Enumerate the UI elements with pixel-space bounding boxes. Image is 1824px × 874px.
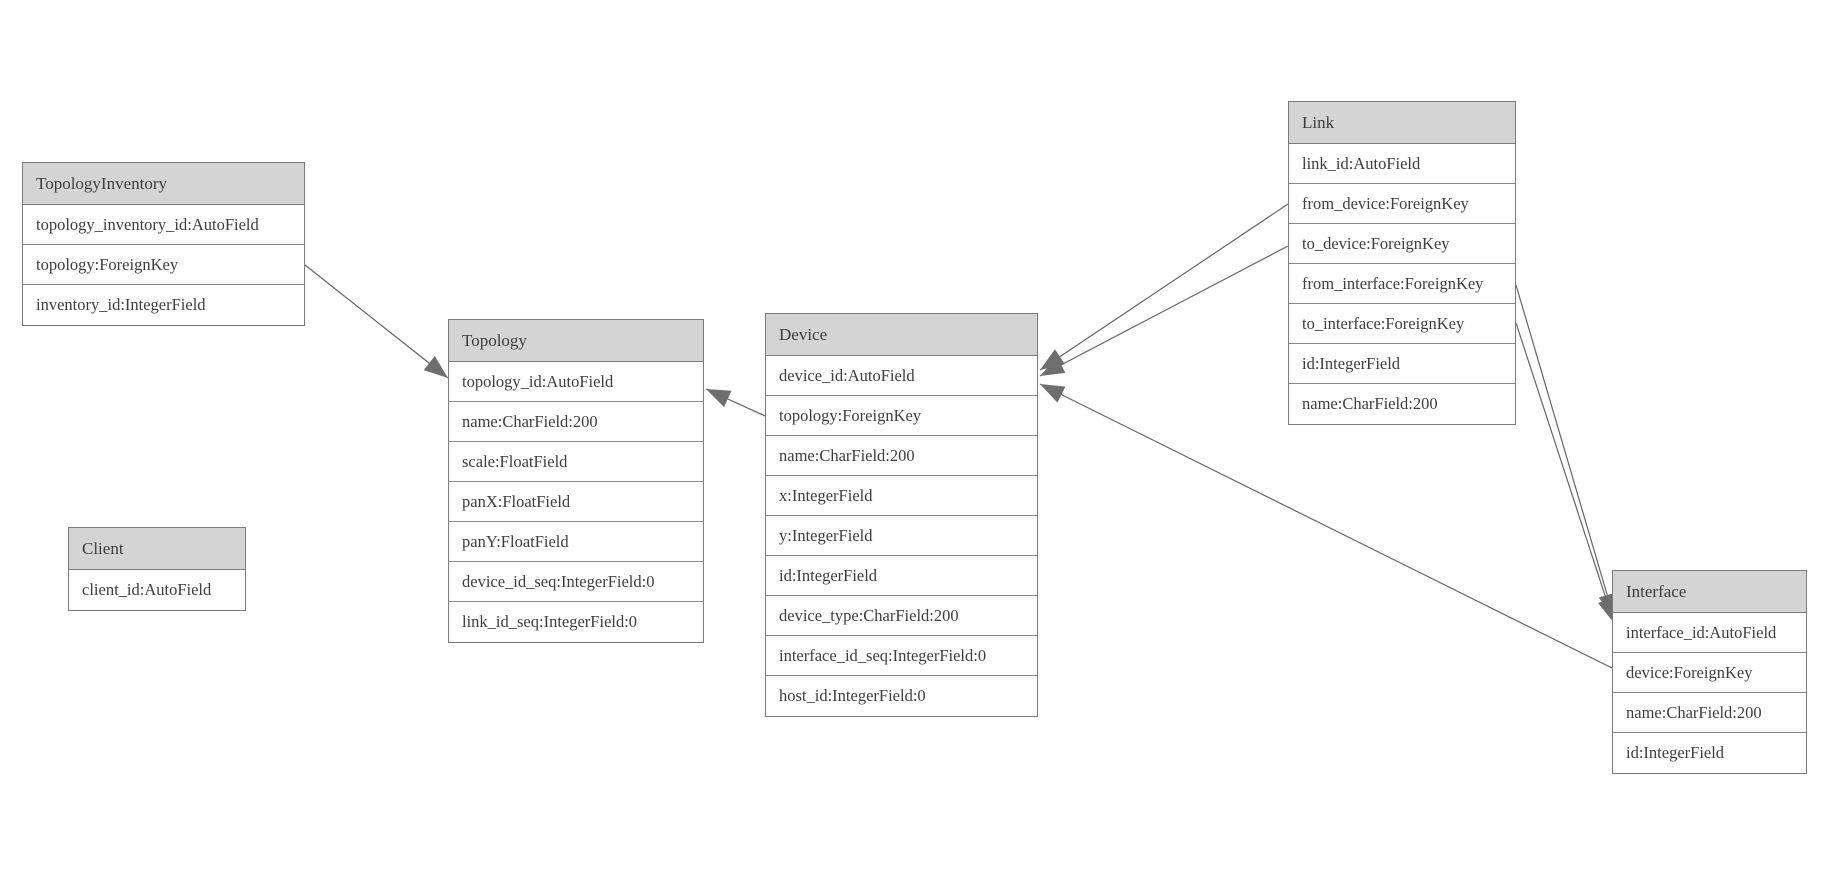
entity-link: Link link_id:AutoField from_device:Foreign… [1288,101,1516,425]
entity-field-label: to_device:ForeignKey [1302,233,1450,253]
entity-field-label: topology:ForeignKey [779,405,922,425]
entity-field-label: panY:FloatField [462,531,569,551]
entity-field-row: panX:FloatField [449,482,703,522]
entity-field-label: device_type:CharField:200 [779,605,959,625]
entity-title: Client [82,538,124,558]
entity-field-row: id:IntegerField [1289,344,1515,384]
entity-field-row: name:CharField:200 [449,402,703,442]
entity-field-label: interface_id:AutoField [1626,622,1777,642]
entity-topologyinventory: TopologyInventory topology_inventory_id:A… [22,162,305,326]
entity-field-label: link_id:AutoField [1302,153,1421,173]
entity-field-label: name:CharField:200 [1626,702,1762,722]
entity-field-label: name:CharField:200 [462,411,598,431]
relationship-topologyinventory-topology-to-topology [304,264,449,379]
relationship-link-from_device-to-device [1039,203,1289,371]
entity-field-row: host_id:IntegerField:0 [766,676,1037,716]
entity-field-label: interface_id_seq:IntegerField:0 [779,645,987,665]
entity-field-row: id:IntegerField [1613,733,1806,773]
entity-field-row: scale:FloatField [449,442,703,482]
entity-field-label: client_id:AutoField [82,580,212,599]
entity-field-row: x:IntegerField [766,476,1037,516]
entity-field-row: client_id:AutoField [69,570,245,610]
entity-field-row: interface_id_seq:IntegerField:0 [766,636,1037,676]
entity-header-link: Link [1289,102,1515,144]
entity-header-interface: Interface [1613,571,1806,613]
relationship-link-from_interface-to-interface [1515,284,1616,619]
entity-field-row: id:IntegerField [766,556,1037,596]
entity-field-label: link_id_seq:IntegerField:0 [462,612,638,631]
entity-title: Topology [462,330,527,350]
entity-field-row: name:CharField:200 [1289,384,1515,424]
entity-field-row: to_device:ForeignKey [1289,224,1515,264]
entity-field-row: interface_id:AutoField [1613,613,1806,653]
entity-header-client: Client [69,528,245,570]
entity-field-row: name:CharField:200 [1613,693,1806,733]
entity-field-row: panY:FloatField [449,522,703,562]
entity-field-label: panX:FloatField [462,491,571,511]
entity-header-device: Device [766,314,1037,356]
entity-client: Client client_id:AutoField [68,527,246,611]
entity-title: Link [1302,112,1335,132]
entity-field-row: link_id_seq:IntegerField:0 [449,602,703,642]
entity-field-label: from_device:ForeignKey [1302,193,1469,213]
entity-field-label: name:CharField:200 [779,445,915,465]
entity-field-row: device_type:CharField:200 [766,596,1037,636]
entity-field-label: id:IntegerField [1302,353,1401,373]
entity-field-label: topology:ForeignKey [36,254,179,274]
entity-field-row: from_device:ForeignKey [1289,184,1515,224]
relationship-link-to_device-to-device [1039,245,1289,377]
entity-field-row: device_id:AutoField [766,356,1037,396]
entity-field-label: x:IntegerField [779,485,873,505]
entity-field-label: scale:FloatField [462,451,568,471]
entity-field-label: device:ForeignKey [1626,662,1753,682]
entity-field-row: topology:ForeignKey [23,245,304,285]
entity-field-label: inventory_id:IntegerField [36,295,206,314]
entity-topology: Topology topology_id:AutoField name:CharFi… [448,319,704,643]
entity-field-row: topology_inventory_id:AutoField [23,205,304,245]
entity-field-row: topology:ForeignKey [766,396,1037,436]
entity-field-label: id:IntegerField [779,565,878,585]
entity-field-row: to_interface:ForeignKey [1289,304,1515,344]
entity-title: Device [779,324,828,344]
entity-field-label: y:IntegerField [779,525,873,545]
entity-device: Device device_id:AutoField topology:Foreig… [765,313,1038,717]
entity-field-label: device_id_seq:IntegerField:0 [462,571,655,591]
relationship-device-topology-to-topology [705,388,766,417]
entity-title: Interface [1626,581,1687,601]
entity-field-label: device_id:AutoField [779,365,915,385]
relationship-link-to_interface-to-interface [1515,322,1616,624]
entity-title: TopologyInventory [36,173,168,193]
entity-field-row: name:CharField:200 [766,436,1037,476]
entity-field-row: y:IntegerField [766,516,1037,556]
entity-header-topologyinventory: TopologyInventory [23,163,304,205]
entity-interface: Interface interface_id:AutoField device:Fo… [1612,570,1807,774]
entity-header-topology: Topology [449,320,703,362]
relationship-interface-device-to-device [1039,383,1613,669]
entity-field-row: topology_id:AutoField [449,362,703,402]
entity-field-label: id:IntegerField [1626,743,1725,762]
entity-field-row: from_interface:ForeignKey [1289,264,1515,304]
entity-field-row: inventory_id:IntegerField [23,285,304,325]
entity-field-row: device:ForeignKey [1613,653,1806,693]
entity-field-label: topology_id:AutoField [462,371,614,391]
entity-field-label: host_id:IntegerField:0 [779,686,926,705]
entity-field-label: from_interface:ForeignKey [1302,273,1484,293]
entity-field-row: link_id:AutoField [1289,144,1515,184]
entity-field-label: name:CharField:200 [1302,394,1438,413]
entity-field-label: topology_inventory_id:AutoField [36,214,259,234]
entity-field-label: to_interface:ForeignKey [1302,313,1465,333]
entity-field-row: device_id_seq:IntegerField:0 [449,562,703,602]
